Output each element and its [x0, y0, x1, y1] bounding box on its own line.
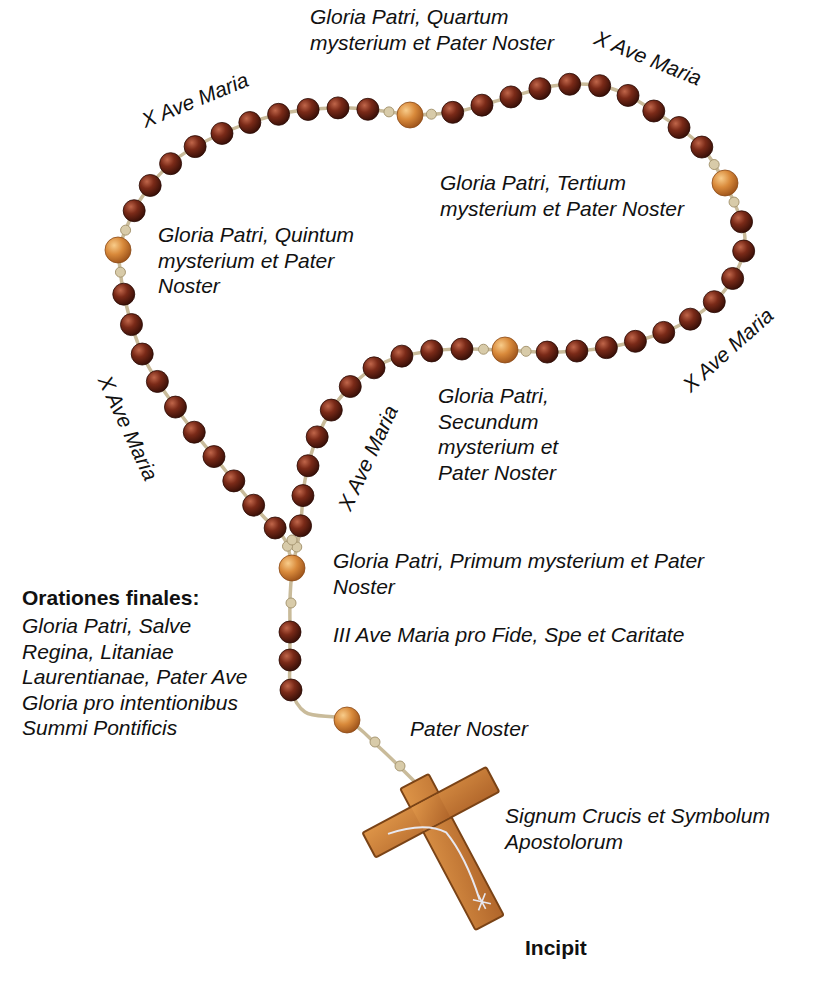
- ave-bead: [280, 679, 302, 701]
- ave-bead: [131, 343, 153, 365]
- ave-bead: [223, 470, 245, 492]
- ave-bead: [589, 75, 611, 97]
- cord-knot: [395, 761, 405, 771]
- cord-knot: [287, 535, 297, 545]
- ave-bead: [624, 330, 646, 352]
- ave-bead: [363, 357, 385, 379]
- ave-bead: [442, 101, 464, 123]
- ave-bead: [471, 94, 493, 116]
- ave-bead: [722, 267, 744, 289]
- prayer-label: Gloria Patri, Secundum mysterium et Pate…: [438, 383, 613, 485]
- decade-label: X Ave Maria: [138, 67, 253, 133]
- pater-bead: [334, 707, 360, 733]
- cross-joint: [412, 794, 451, 831]
- ave-bead: [203, 446, 225, 468]
- ave-bead: [357, 98, 379, 120]
- pater-bead: [712, 170, 738, 196]
- ave-bead: [211, 122, 233, 144]
- ave-bead: [691, 136, 713, 158]
- ave-bead: [239, 112, 261, 134]
- ave-bead: [421, 340, 443, 362]
- ave-bead: [279, 621, 301, 643]
- cord-knot: [478, 344, 488, 354]
- cord-knot: [115, 267, 125, 277]
- prayer-label: Pater Noster: [410, 716, 528, 742]
- ave-bead: [617, 84, 639, 106]
- ave-bead: [529, 78, 551, 100]
- ave-bead: [559, 73, 581, 95]
- corpus-line: [388, 808, 484, 923]
- cord-knot: [384, 107, 394, 117]
- cord-knot: [286, 598, 296, 608]
- ave-bead: [184, 136, 206, 158]
- prayer-label: Gloria Patri, Primum mysterium et Pater …: [333, 548, 713, 599]
- ave-bead: [139, 174, 161, 196]
- ave-bead: [146, 370, 168, 392]
- prayer-label: Gloria Patri, Quintum mysterium et Pater…: [158, 222, 368, 299]
- ave-bead: [327, 97, 349, 119]
- ave-bead: [339, 376, 361, 398]
- ave-bead: [731, 211, 753, 233]
- pater-bead: [105, 237, 131, 263]
- prayer-label: Signum Crucis et Symbolum Apostolorum: [505, 803, 805, 854]
- ave-bead: [679, 308, 701, 330]
- ave-bead: [643, 100, 665, 122]
- ave-bead: [243, 494, 265, 516]
- cord-segment: [290, 568, 414, 781]
- cord-segment: [118, 250, 292, 568]
- ave-bead: [292, 485, 314, 507]
- prayer-label: III Ave Maria pro Fide, Spe et Caritate: [333, 622, 684, 648]
- ave-bead: [653, 321, 675, 343]
- ave-bead: [320, 399, 342, 421]
- ave-bead: [160, 153, 182, 175]
- decade-label: X Ave Maria: [332, 401, 403, 514]
- cord-knot: [426, 109, 436, 119]
- pater-bead: [279, 555, 305, 581]
- ave-bead: [264, 517, 286, 539]
- cord-knot: [370, 737, 380, 747]
- ave-bead: [123, 200, 145, 222]
- ave-bead: [391, 345, 413, 367]
- ave-bead: [290, 515, 312, 537]
- prayer-label: Gloria Patri, Salve Regina, Litaniae Lau…: [22, 613, 267, 741]
- cord-knot: [121, 225, 131, 235]
- ave-bead: [279, 649, 301, 671]
- ave-bead: [668, 116, 690, 138]
- ave-bead: [595, 337, 617, 359]
- ave-bead: [268, 103, 290, 125]
- pater-bead: [397, 102, 423, 128]
- ave-bead: [297, 455, 319, 477]
- heading-label: Orationes finales:: [22, 585, 199, 611]
- cord-knot: [709, 160, 719, 170]
- cord-segment: [410, 84, 725, 183]
- cross-bar: [362, 767, 499, 857]
- cord-knot: [729, 197, 739, 207]
- prayer-label: Gloria Patri, Quartum mysterium et Pater…: [310, 4, 575, 55]
- corpus-feet: [472, 891, 492, 912]
- ave-bead: [703, 291, 725, 313]
- ave-bead: [500, 86, 522, 108]
- cord-knot: [521, 346, 531, 356]
- cord-segment: [292, 349, 505, 568]
- beads: [105, 73, 755, 733]
- ave-bead: [297, 98, 319, 120]
- ave-bead: [183, 421, 205, 443]
- ave-bead: [733, 240, 755, 262]
- pater-bead: [492, 337, 518, 363]
- ave-bead: [120, 314, 142, 336]
- ave-bead: [113, 283, 135, 305]
- ave-bead: [164, 396, 186, 418]
- ave-bead: [566, 340, 588, 362]
- prayer-label: Gloria Patri, Tertium mysterium et Pater…: [440, 170, 690, 221]
- heading-label: Incipit: [525, 935, 587, 961]
- ave-bead: [536, 341, 558, 363]
- ave-bead: [306, 426, 328, 448]
- ave-bead: [451, 338, 473, 360]
